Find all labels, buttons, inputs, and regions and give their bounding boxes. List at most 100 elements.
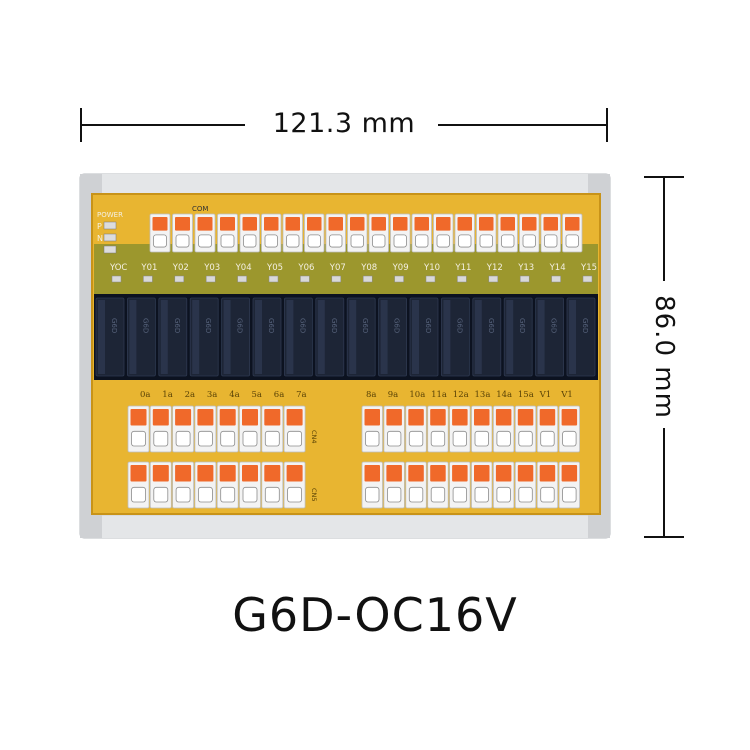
relay-marking: G6D (550, 318, 558, 333)
terminal-lever (436, 217, 451, 231)
bottom-left-terminal (194, 461, 217, 509)
terminal-lever (386, 465, 402, 482)
relay-marking: G6D (581, 318, 589, 333)
bottom-right-terminal (492, 405, 515, 453)
connector-label: CN5 (310, 488, 318, 502)
output-terminal (433, 213, 454, 253)
terminal-hole (220, 234, 235, 248)
output-terminal (562, 213, 583, 253)
relay-highlight (349, 300, 357, 374)
relay-marking: G6D (267, 318, 275, 333)
indicator-led (237, 275, 247, 283)
relay-marking: G6D (518, 318, 526, 333)
terminal-hole (197, 486, 213, 503)
output-label: Y11 (454, 263, 471, 273)
relay-marking: G6D (204, 318, 212, 333)
terminal-lever (152, 409, 169, 426)
terminal-lever (543, 217, 558, 231)
indicator-led (362, 275, 373, 283)
terminal-lever (561, 409, 578, 426)
bottom-right-label: V1 (560, 390, 573, 400)
terminal-lever (264, 409, 281, 426)
indicator-led (143, 275, 153, 283)
terminal-lever (285, 217, 300, 231)
terminal-lever (364, 409, 380, 426)
output-terminal (282, 213, 303, 253)
output-terminal (476, 213, 497, 253)
bottom-left-terminal (261, 405, 284, 453)
terminal-lever (517, 409, 534, 426)
bottom-right-label: 10a (409, 390, 425, 400)
indicator-led (582, 275, 593, 283)
terminal-lever (219, 409, 236, 426)
terminal-hole (496, 486, 511, 503)
power-label: N (97, 234, 103, 243)
model-title: G6D-OC16V (232, 588, 518, 642)
height-dimension-line-bottom (663, 428, 665, 538)
relay-highlight (537, 300, 545, 374)
terminal-lever (474, 465, 490, 482)
output-terminal (368, 213, 389, 253)
relay: G6D (315, 297, 345, 377)
terminal-hole (408, 430, 424, 447)
bottom-left-terminal (172, 461, 195, 509)
terminal-hole (153, 486, 169, 503)
pcb-border (91, 193, 601, 515)
relay: G6D (472, 297, 502, 377)
terminal-lever (242, 465, 258, 482)
bottom-right-terminal (427, 405, 449, 453)
terminal-lever (457, 217, 472, 231)
terminal-lever (371, 217, 386, 231)
terminal-hole (386, 430, 402, 447)
com-terminal (194, 213, 216, 253)
rail-bottom (80, 516, 610, 538)
output-terminal (261, 213, 282, 253)
height-dimension: 86.0 mm (640, 176, 690, 538)
output-label: Y14 (549, 263, 566, 273)
indicator-led (394, 275, 404, 283)
terminal-lever (197, 409, 214, 426)
terminal-hole (522, 234, 536, 248)
terminal-hole (365, 486, 380, 503)
bottom-terminal-blocks (127, 405, 580, 509)
terminal-hole (479, 234, 493, 248)
width-dimension-label: 121.3 mm (272, 108, 416, 139)
relay: G6D (346, 297, 376, 377)
output-label: Y12 (486, 263, 503, 273)
relay-highlight (443, 300, 451, 374)
relay-marking: G6D (330, 318, 338, 333)
bottom-left-terminal (127, 461, 150, 509)
output-terminal (497, 213, 518, 253)
terminal-lever (517, 465, 534, 482)
width-dimension-tick-right (606, 108, 608, 142)
terminal-hole (153, 234, 167, 248)
width-dimension-line-right (438, 124, 608, 126)
relay: G6D (566, 297, 596, 377)
top-terminal-block (149, 213, 583, 253)
terminal-lever (495, 465, 512, 482)
bottom-left-label: 1a (162, 390, 172, 400)
bottom-right-label: 15a (518, 390, 534, 400)
bottom-left-label: 0a (140, 390, 150, 400)
terminal-hole (393, 234, 407, 248)
bottom-left-label: 2a (185, 390, 195, 400)
output-label: Y08 (360, 263, 377, 273)
relay: G6D (440, 297, 470, 377)
terminal-hole (474, 486, 489, 503)
terminal-lever (474, 409, 490, 426)
output-label: Y10 (423, 263, 440, 273)
terminal-lever (495, 409, 512, 426)
terminal-hole (286, 234, 300, 248)
terminal-hole (220, 430, 236, 447)
output-label: Y04 (235, 263, 252, 273)
terminal-lever (522, 217, 537, 231)
terminal-lever (264, 465, 281, 482)
indicator-led (300, 275, 310, 283)
indicator-led (425, 275, 436, 283)
terminal-hole (540, 486, 555, 503)
relay-highlight (317, 300, 325, 374)
relay-highlight (192, 300, 200, 374)
relay-highlight (255, 300, 262, 374)
output-label: Y02 (172, 263, 189, 273)
